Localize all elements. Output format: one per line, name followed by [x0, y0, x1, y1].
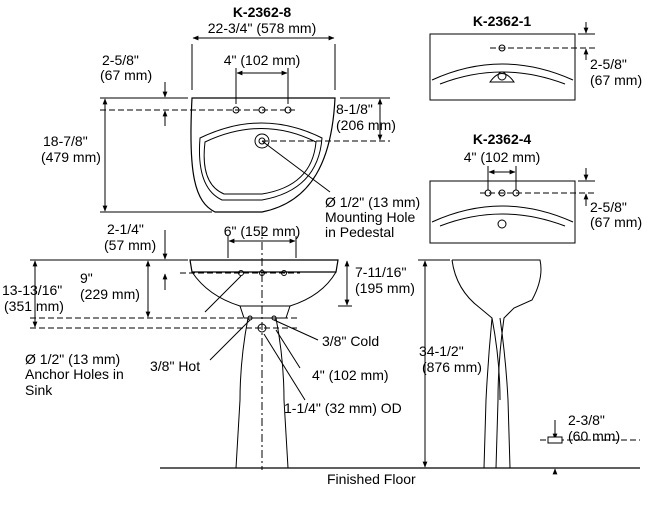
bowl-height-mm-label: (195 mm)	[355, 280, 415, 296]
rim-height-in-label: 34-1/2"	[419, 343, 464, 359]
top-setback-mm-label: (67 mm)	[100, 67, 153, 83]
mounting-hole-line-1: Ø 1/2" (13 mm)	[325, 194, 421, 210]
h9-in-label: 9"	[80, 270, 93, 286]
anchor-line-2: Anchor Holes in	[25, 366, 124, 382]
supply-spacing-label: 4" (102 mm)	[312, 367, 389, 383]
total-height-in-label: 13-13/16"	[2, 282, 63, 298]
cold-supply-label: 3/8" Cold	[322, 333, 380, 349]
top-depth-mm-label: (479 mm)	[41, 149, 101, 165]
finished-floor-label: Finished Floor	[327, 471, 416, 487]
title-k2362-1: K-2362-1	[472, 13, 532, 29]
side-view-k2362-4	[429, 166, 595, 244]
top-setback-in-label: 2-5/8"	[102, 52, 139, 68]
hot-supply-label: 3/8" Hot	[150, 358, 201, 374]
total-height-mm-label: (351 mm)	[4, 298, 64, 314]
top-depth-in-label: 18-7/8"	[43, 133, 88, 149]
title-k2362-8: K-2362-8	[232, 4, 292, 20]
drain-offset-in-label: 8-1/8"	[336, 101, 373, 117]
mounting-hole-line-3: in Pedestal	[325, 224, 395, 240]
top-faucet-spacing-label: 4" (102 mm)	[223, 52, 301, 68]
front-setback-in-label: 2-1/4"	[107, 221, 144, 237]
anchor-line-1: Ø 1/2" (13 mm)	[25, 351, 121, 367]
bowl-height-in-label: 7-11/16"	[355, 264, 407, 280]
front-spacing-label: 6" (152 mm)	[223, 223, 301, 239]
front-setback-mm-label: (57 mm)	[104, 237, 157, 253]
k1-setback-in-label: 2-5/8"	[590, 56, 627, 72]
anchor-line-3: Sink	[25, 382, 53, 398]
drain-offset-mm-label: (206 mm)	[336, 117, 396, 133]
top-view-k2362-8	[100, 35, 390, 213]
side-view	[418, 259, 640, 475]
h9-mm-label: (229 mm)	[80, 286, 140, 302]
front-view	[30, 226, 640, 470]
floor-offset-mm-label: (60 mm)	[568, 428, 621, 444]
title-k2362-4: K-2362-4	[472, 131, 532, 147]
k4-setback-in-label: 2-5/8"	[590, 199, 627, 215]
k1-setback-mm-label: (67 mm)	[590, 72, 643, 88]
k4-spacing-label: 4" (102 mm)	[463, 149, 541, 165]
rim-height-mm-label: (876 mm)	[422, 359, 482, 375]
mounting-hole-line-2: Mounting Hole	[325, 209, 416, 225]
floor-offset-in-label: 2-3/8"	[568, 412, 605, 428]
drain-od-label: 1-1/4" (32 mm) OD	[284, 400, 402, 416]
k4-setback-mm-label: (67 mm)	[590, 214, 643, 230]
side-view-k2362-1	[429, 22, 595, 101]
overall-width-label: 22-3/4" (578 mm)	[207, 20, 317, 36]
